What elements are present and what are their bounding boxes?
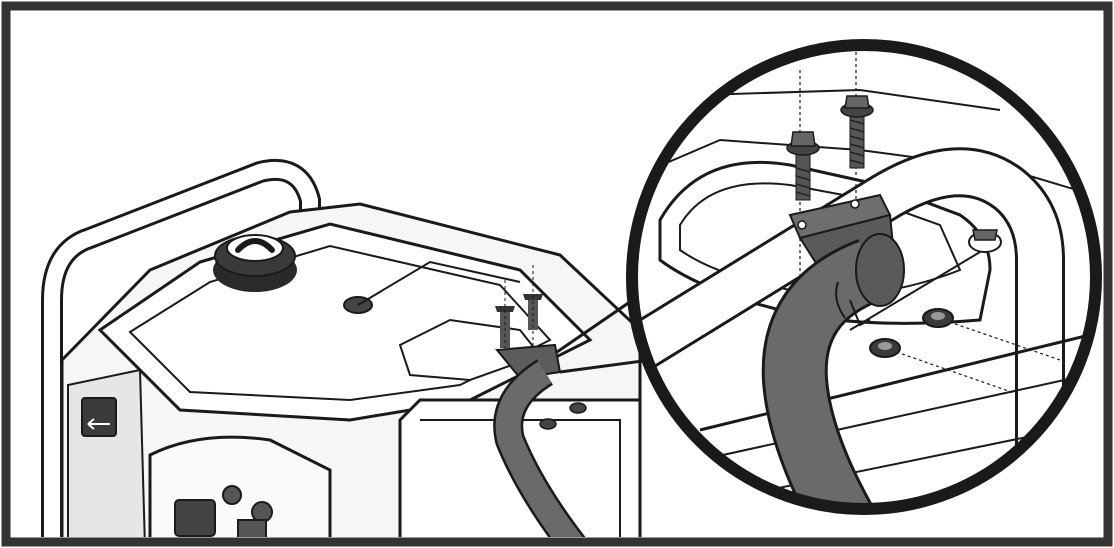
magnifier-ring: [626, 39, 1102, 515]
frame-bolt: [968, 229, 1002, 253]
fuel-cap-icon: [213, 234, 297, 292]
hose-large: [761, 233, 905, 509]
outlet-icon: [81, 397, 117, 437]
magnified-detail: [626, 39, 1102, 515]
bolt-long: [840, 95, 874, 169]
arrow-icon: [87, 418, 110, 430]
control-panel: [67, 368, 146, 537]
bolt-short: [786, 131, 820, 201]
main-view: [41, 158, 651, 537]
nut-2: [869, 338, 901, 358]
nut-1: [922, 308, 954, 328]
